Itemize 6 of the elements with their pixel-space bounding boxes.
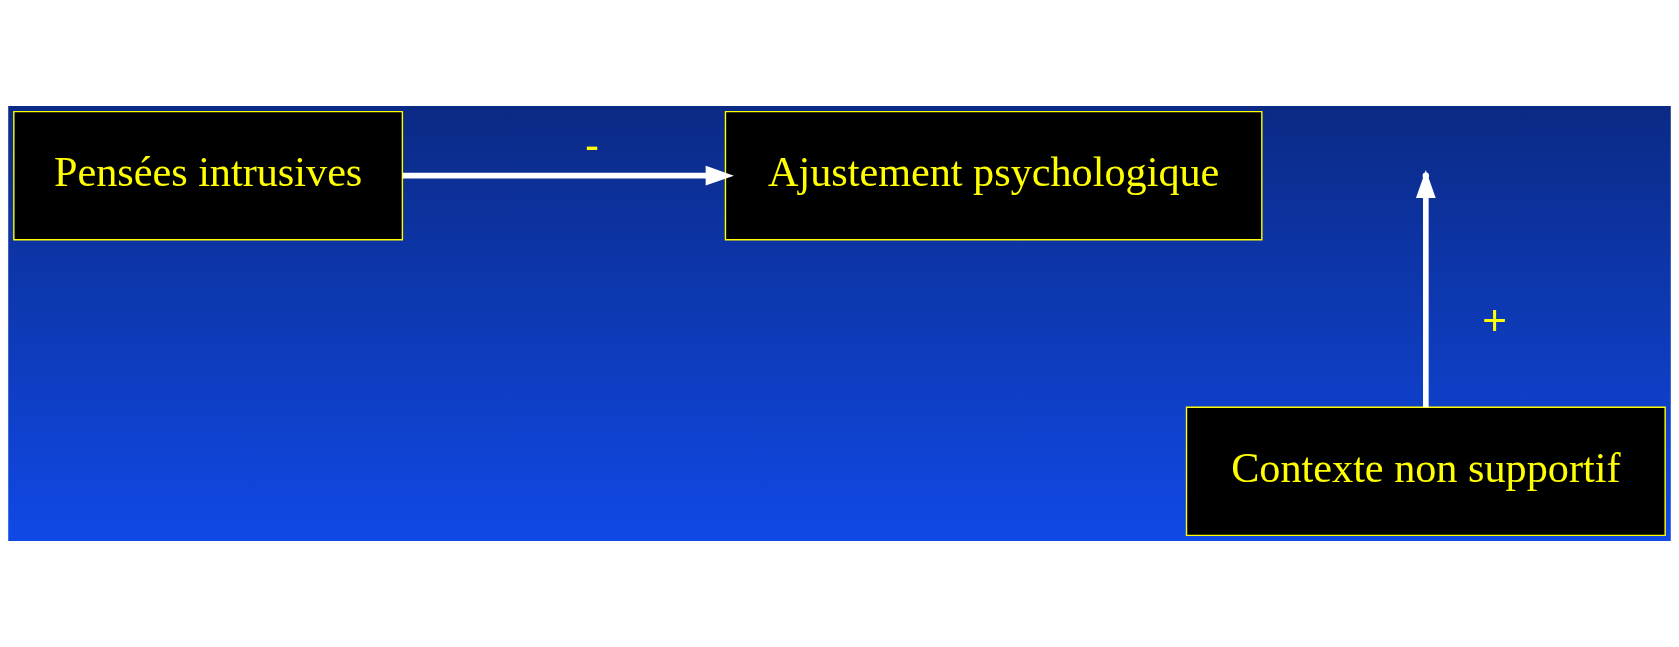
node-box: Pensées intrusives <box>13 110 404 241</box>
edge-label: + <box>1482 296 1507 344</box>
arrow <box>402 165 734 186</box>
edge-label: - <box>585 121 600 169</box>
node-box: Ajustement psychologique <box>724 110 1263 241</box>
node-box: Contexte non supportif <box>1185 406 1666 537</box>
